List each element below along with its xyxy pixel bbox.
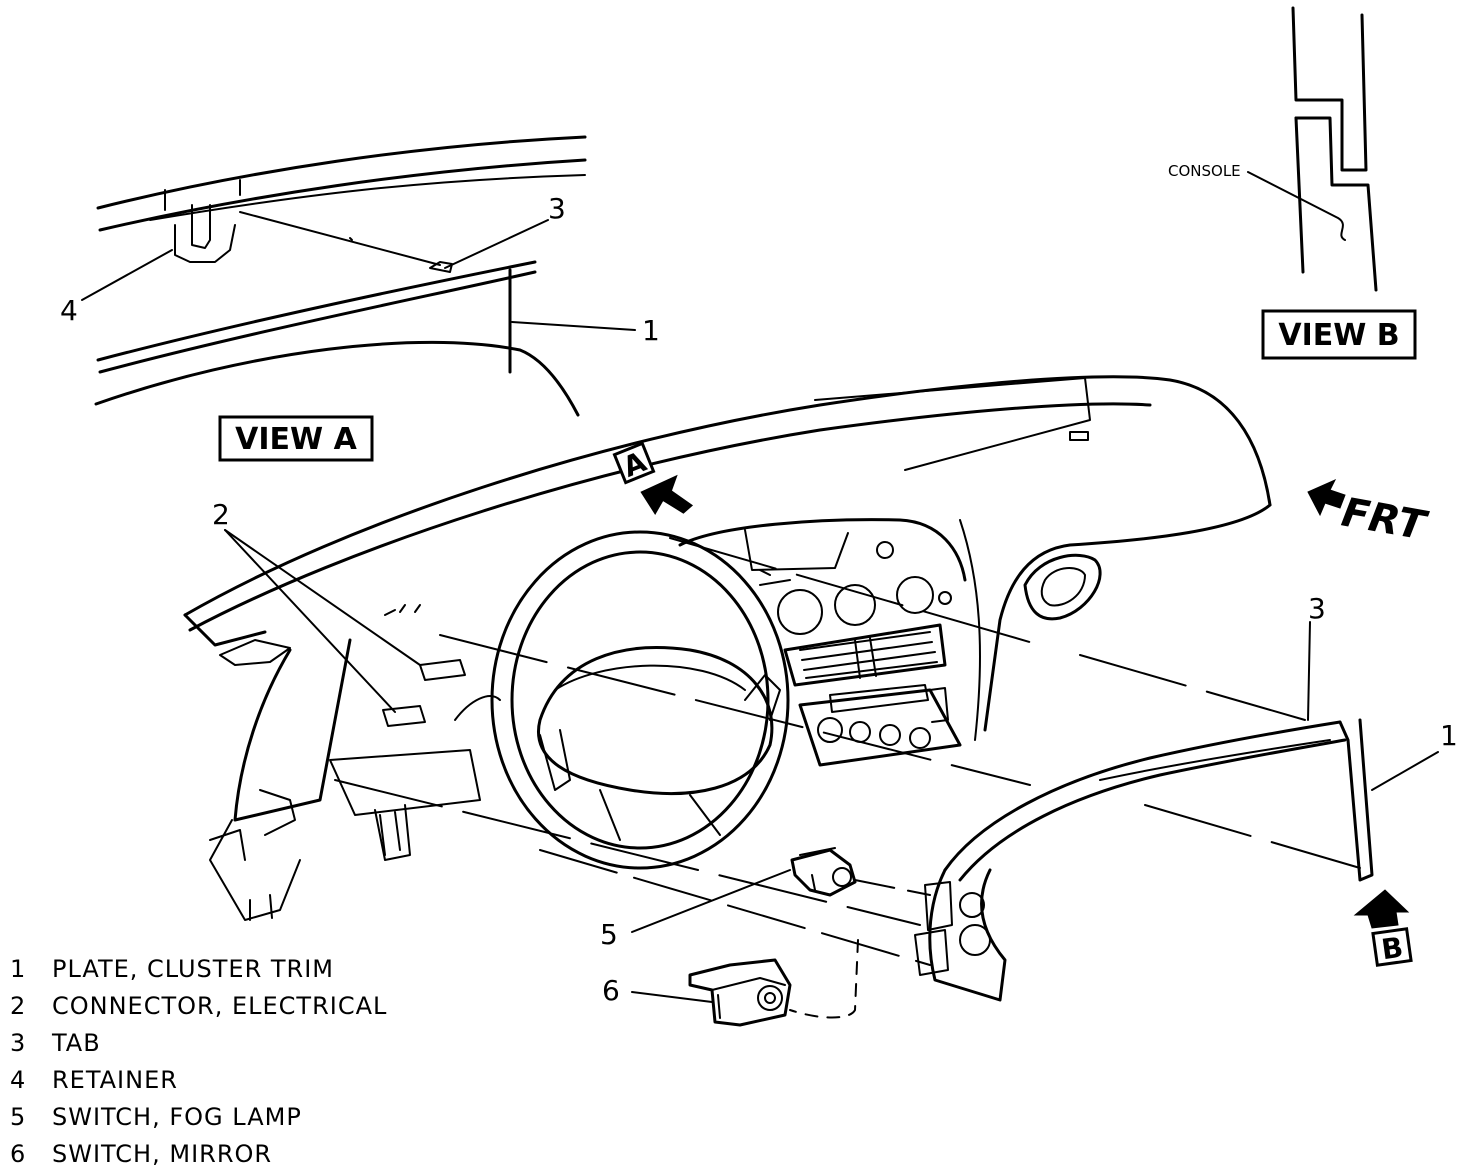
connector-upper bbox=[419, 659, 466, 681]
view-a-detail: 3 4 1 VIEW A bbox=[60, 135, 660, 462]
view-b-detail: CONSOLE VIEW B bbox=[1168, 6, 1417, 360]
view-a-marker: A bbox=[612, 441, 694, 515]
view-b-label: VIEW B bbox=[1278, 318, 1399, 353]
connector-lower bbox=[382, 705, 426, 727]
view-b-label-box bbox=[1261, 309, 1417, 360]
callout-view-a-1: 1 bbox=[642, 314, 660, 347]
steering-wheel bbox=[490, 530, 790, 870]
legend-text: SWITCH, FOG LAMP bbox=[52, 1103, 302, 1131]
legend-text: PLATE, CLUSTER TRIM bbox=[52, 955, 334, 983]
mirror-switch bbox=[688, 958, 792, 1027]
legend-num: 2 bbox=[10, 992, 26, 1020]
marker-b-label: B bbox=[1379, 931, 1405, 967]
callout-main-6: 6 bbox=[602, 974, 620, 1007]
parts-legend: 1 PLATE, CLUSTER TRIM 2 CONNECTOR, ELECT… bbox=[10, 955, 387, 1168]
legend-text: TAB bbox=[51, 1029, 101, 1057]
callout-main-3: 3 bbox=[1308, 592, 1326, 625]
instrument-panel bbox=[183, 375, 1272, 921]
legend-text: RETAINER bbox=[52, 1066, 178, 1094]
callout-main-2: 2 bbox=[212, 498, 230, 531]
callout-main-5: 5 bbox=[600, 918, 618, 951]
front-arrow-icon bbox=[1307, 478, 1346, 517]
fog-lamp-switch bbox=[790, 847, 857, 897]
view-b-arrow-icon bbox=[1353, 889, 1410, 929]
legend-text: CONNECTOR, ELECTRICAL bbox=[52, 992, 387, 1020]
legend-num: 4 bbox=[10, 1066, 26, 1094]
legend-num: 5 bbox=[10, 1103, 26, 1131]
front-direction-indicator: FRT bbox=[1307, 478, 1431, 550]
frt-label: FRT bbox=[1338, 490, 1431, 550]
callout-leaders bbox=[224, 529, 1439, 1003]
legend-num: 1 bbox=[10, 955, 26, 983]
legend-num: 6 bbox=[10, 1140, 26, 1168]
alignment-lines bbox=[334, 537, 1361, 1019]
callout-main-1: 1 bbox=[1440, 719, 1458, 752]
legend-num: 3 bbox=[10, 1029, 26, 1057]
cluster-trim-plate bbox=[914, 718, 1374, 1002]
view-b-marker: B bbox=[1353, 889, 1413, 967]
view-a-label: VIEW A bbox=[235, 422, 357, 457]
console-label: CONSOLE bbox=[1168, 162, 1241, 180]
callout-view-a-3: 3 bbox=[548, 192, 566, 225]
view-a-arrow-icon bbox=[640, 474, 694, 515]
legend-text: SWITCH, MIRROR bbox=[52, 1140, 272, 1168]
view-a-label-box bbox=[218, 415, 374, 462]
callout-view-a-4: 4 bbox=[60, 294, 78, 327]
